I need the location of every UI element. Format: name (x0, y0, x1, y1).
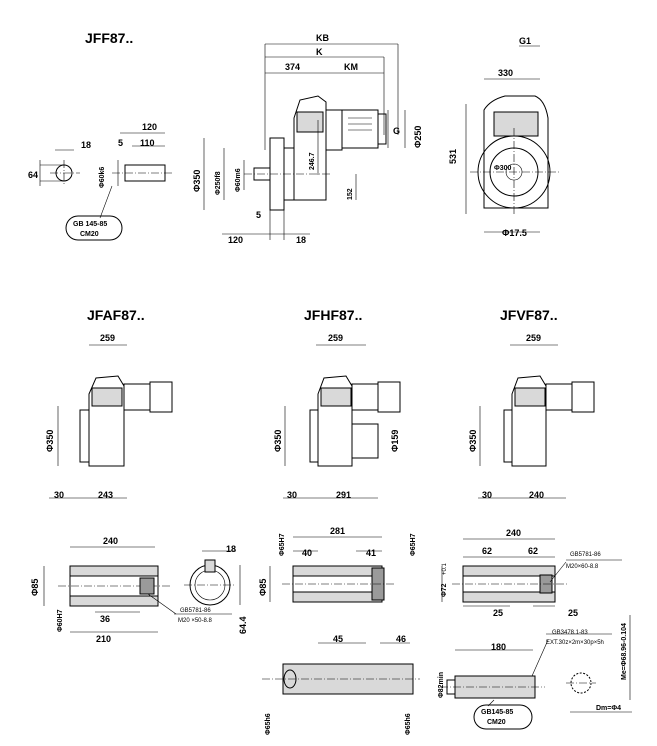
dim-phi60m6: Φ60m6 (235, 168, 242, 192)
dim-18: 18 (81, 140, 91, 150)
dim-k: K (316, 47, 323, 57)
dim-40: 40 (302, 548, 312, 558)
detail-shrink-disc: 281 40 41 Φ65H7 Φ65H7 Φ85 45 46 Φ65h6 Φ6… (258, 526, 420, 735)
dim-46: 46 (396, 634, 406, 644)
dim-phi300: Φ300 (494, 165, 512, 172)
jfaf-view: 259 Φ350 30 243 (45, 333, 173, 500)
jfhf-view: 259 Φ350 Φ159 30 291 (273, 333, 401, 500)
dim-kb: KB (316, 33, 329, 43)
dim-240: 240 (506, 528, 521, 538)
dim-41: 41 (366, 548, 376, 558)
jfvf-view: 259 Φ350 30 240 (468, 333, 595, 500)
dim-62-right: 62 (528, 546, 538, 556)
dim-30: 30 (482, 490, 492, 500)
dim-phi65H7-right: Φ65H7 (410, 533, 417, 556)
dim-259: 259 (526, 333, 541, 343)
dim-phi65h6-right: Φ65h6 (405, 713, 412, 735)
title-jff87: JFF87.. (85, 30, 133, 46)
dim-152: 152 (347, 188, 354, 200)
dim-phi85: Φ85 (30, 579, 40, 596)
dim-374: 374 (285, 62, 300, 72)
note-cm20: CM20 (80, 231, 99, 238)
dim-5: 5 (118, 138, 123, 148)
dim-45: 45 (333, 634, 343, 644)
dim-phi350: Φ350 (468, 430, 478, 452)
dim-330: 330 (498, 68, 513, 78)
note-gb145: GB145-85 (481, 709, 513, 716)
title-jfaf87: JFAF87.. (87, 307, 145, 323)
dim-281: 281 (330, 526, 345, 536)
dim-291: 291 (336, 490, 351, 500)
dim-phi82min: Φ82min (438, 672, 445, 698)
dim-259: 259 (100, 333, 115, 343)
dim-me: Me=Φ68.96-0.104 (621, 623, 628, 680)
dim-259: 259 (328, 333, 343, 343)
dim-120: 120 (142, 122, 157, 132)
detail-hollow-shaft: 240 Φ85 Φ60H7 36 210 18 64.4 GB5781-86 M… (30, 536, 248, 644)
dim-110: 110 (140, 138, 155, 148)
note-m20x60: M20×60-8.8 (566, 564, 599, 570)
dim-5b: 5 (256, 210, 261, 220)
note-m20x50: M20 ×50-8.8 (178, 618, 213, 624)
dim-243: 243 (98, 490, 113, 500)
dim-240: 240 (103, 536, 118, 546)
dim-g: G (393, 126, 400, 136)
title-jfvf87: JFVF87.. (500, 307, 558, 323)
dim-64: 64 (28, 170, 38, 180)
dim-25-left: 25 (493, 608, 503, 618)
dim-tolerance: +0.1 (442, 562, 448, 575)
dim-km: KM (344, 62, 358, 72)
jff-end-view: G1 330 Φ300 531 Φ17.5 (448, 36, 560, 238)
dim-240: 240 (529, 490, 544, 500)
dim-36: 36 (100, 614, 110, 624)
dim-25-right: 25 (568, 608, 578, 618)
dim-180: 180 (491, 642, 506, 652)
dim-246-7: 246.7 (309, 152, 316, 170)
dim-phi350: Φ350 (45, 430, 55, 452)
dim-phi65h6-left: Φ65h6 (265, 713, 272, 735)
dim-30: 30 (54, 490, 64, 500)
jff-shaft-end-view: 64 18 (28, 140, 91, 186)
dim-phi250f8: Φ250f8 (215, 171, 222, 195)
dim-phi65H7-left: Φ65H7 (279, 533, 286, 556)
note-gb5781: GB5781-86 (570, 552, 601, 558)
title-jfhf87: JFHF87.. (304, 307, 362, 323)
dim-phi350: Φ350 (273, 430, 283, 452)
dim-phi60H7: Φ60H7 (57, 609, 64, 632)
dim-120b: 120 (228, 235, 243, 245)
note-gb145: GB 145-85 (73, 221, 107, 228)
jff-shaft-side-view: 120 5 110 Φ60k6 GB 145-85 CM20 (65, 122, 172, 241)
dim-dm: Dm=Φ4 (596, 705, 621, 712)
note-spline-spec: EXT.30z×2m×30p×5h (546, 640, 604, 646)
dim-531: 531 (448, 149, 458, 164)
dim-g1: G1 (519, 36, 531, 46)
dim-64-4: 64.4 (238, 616, 248, 634)
dim-62-left: 62 (482, 546, 492, 556)
dim-phi17-5: Φ17.5 (502, 228, 527, 238)
detail-spline-shaft: 240 62 62 Φ72 +0.1 25 25 GB5781-86 M20×6… (438, 528, 632, 730)
dim-18: 18 (226, 544, 236, 554)
note-gb5781: GB5781-86 (180, 608, 211, 614)
dim-phi159: Φ159 (390, 430, 400, 452)
dim-phi60k6: Φ60k6 (99, 167, 106, 188)
dim-phi72: Φ72 (441, 583, 448, 597)
note-gb3478: GB3478.1-83 (552, 630, 588, 636)
dim-18b: 18 (296, 235, 306, 245)
dim-phi85: Φ85 (258, 579, 268, 596)
dim-phi350: Φ350 (192, 170, 202, 192)
dim-30: 30 (287, 490, 297, 500)
jff-main-side-view: KB K 374 KM Φ350 Φ250f8 Φ60m6 246.7 (192, 33, 423, 245)
dim-phi250: Φ250 (413, 126, 423, 148)
dim-210: 210 (96, 634, 111, 644)
note-cm20: CM20 (487, 719, 506, 726)
